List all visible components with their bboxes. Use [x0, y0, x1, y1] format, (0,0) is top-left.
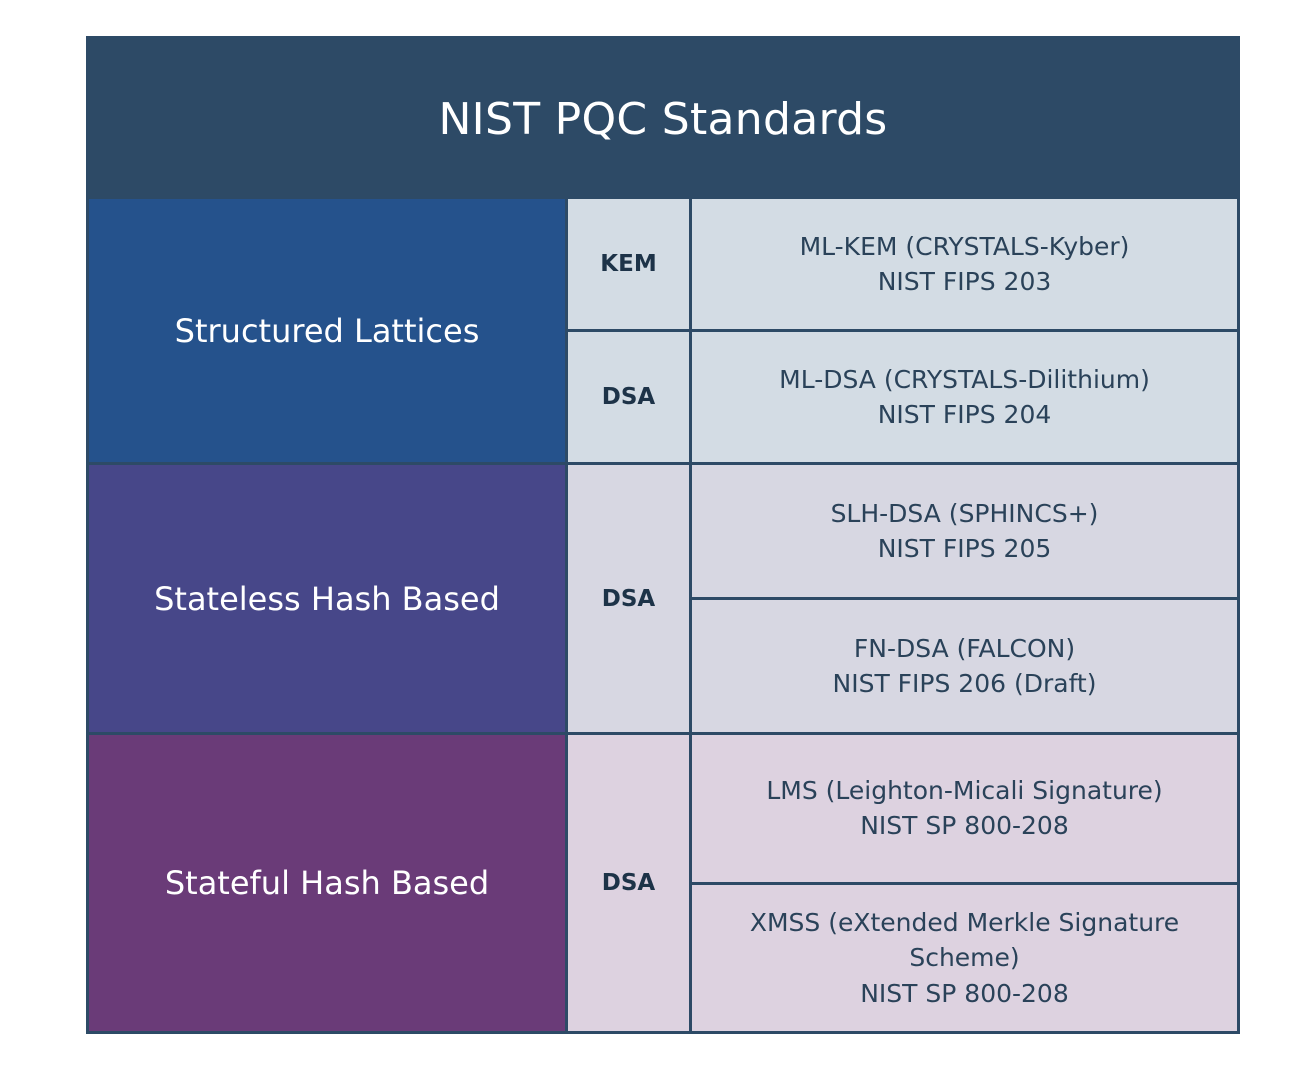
- algorithm-standard: NIST FIPS 204: [877, 400, 1052, 429]
- entry-subrow: DSA ML-DSA (CRYSTALS-Dilithium) NIST FIP…: [568, 329, 1237, 462]
- table-body: Structured Lattices KEM ML-KEM (CRYSTALS…: [89, 199, 1237, 1031]
- primitive-kind-label: DSA: [568, 332, 692, 462]
- algorithm-stack: SLH-DSA (SPHINCS+) NIST FIPS 205 FN-DSA …: [692, 465, 1237, 732]
- algorithm-cell: FN-DSA (FALCON) NIST FIPS 206 (Draft): [692, 597, 1237, 732]
- family-label-stateless-hash-based: Stateless Hash Based: [89, 465, 565, 732]
- algorithm-standard: NIST FIPS 203: [877, 267, 1052, 296]
- algorithm-cell: ML-DSA (CRYSTALS-Dilithium) NIST FIPS 20…: [692, 332, 1237, 462]
- algorithm-standard: NIST FIPS 205: [877, 534, 1052, 563]
- algorithm-standard: NIST FIPS 206 (Draft): [832, 669, 1097, 698]
- row-entries-group: DSA SLH-DSA (SPHINCS+) NIST FIPS 205 FN-…: [565, 465, 1237, 732]
- algorithm-cell: SLH-DSA (SPHINCS+) NIST FIPS 205: [692, 465, 1237, 597]
- algorithm-cell: XMSS (eXtended Merkle Signature Scheme) …: [692, 881, 1237, 1031]
- algorithm-stack: LMS (Leighton-Micali Signature) NIST SP …: [692, 735, 1237, 1031]
- nist-pqc-standards-table: NIST PQC Standards Structured Lattices K…: [86, 36, 1240, 1034]
- primitive-kind-label: DSA: [568, 735, 692, 1031]
- table-title: NIST PQC Standards: [89, 39, 1237, 199]
- entry-subrow: KEM ML-KEM (CRYSTALS-Kyber) NIST FIPS 20…: [568, 199, 1237, 329]
- table-row: Stateless Hash Based DSA SLH-DSA (SPHINC…: [89, 462, 1237, 732]
- algorithm-standard: NIST SP 800-208: [860, 978, 1069, 1008]
- algorithm-name: XMSS (eXtended Merkle Signature Scheme): [749, 907, 1180, 973]
- algorithm-name: ML-DSA (CRYSTALS-Dilithium): [779, 364, 1150, 394]
- primitive-kind-label: KEM: [568, 199, 692, 329]
- row-entries-group: DSA LMS (Leighton-Micali Signature) NIST…: [565, 735, 1237, 1031]
- algorithm-name: ML-KEM (CRYSTALS-Kyber): [799, 231, 1130, 261]
- algorithm-cell: LMS (Leighton-Micali Signature) NIST SP …: [692, 735, 1237, 882]
- family-label-stateful-hash-based: Stateful Hash Based: [89, 735, 565, 1031]
- table-row: Structured Lattices KEM ML-KEM (CRYSTALS…: [89, 199, 1237, 462]
- algorithm-cell: ML-KEM (CRYSTALS-Kyber) NIST FIPS 203: [692, 199, 1237, 329]
- algorithm-name: FN-DSA (FALCON): [853, 633, 1076, 663]
- algorithm-name: SLH-DSA (SPHINCS+): [830, 498, 1099, 528]
- primitive-kind-label: DSA: [568, 465, 692, 732]
- algorithm-name: LMS (Leighton-Micali Signature): [766, 775, 1163, 805]
- family-label-structured-lattices: Structured Lattices: [89, 199, 565, 462]
- row-entries-group: KEM ML-KEM (CRYSTALS-Kyber) NIST FIPS 20…: [565, 199, 1237, 462]
- algorithm-standard: NIST SP 800-208: [860, 811, 1069, 841]
- table-row: Stateful Hash Based DSA LMS (Leighton-Mi…: [89, 732, 1237, 1031]
